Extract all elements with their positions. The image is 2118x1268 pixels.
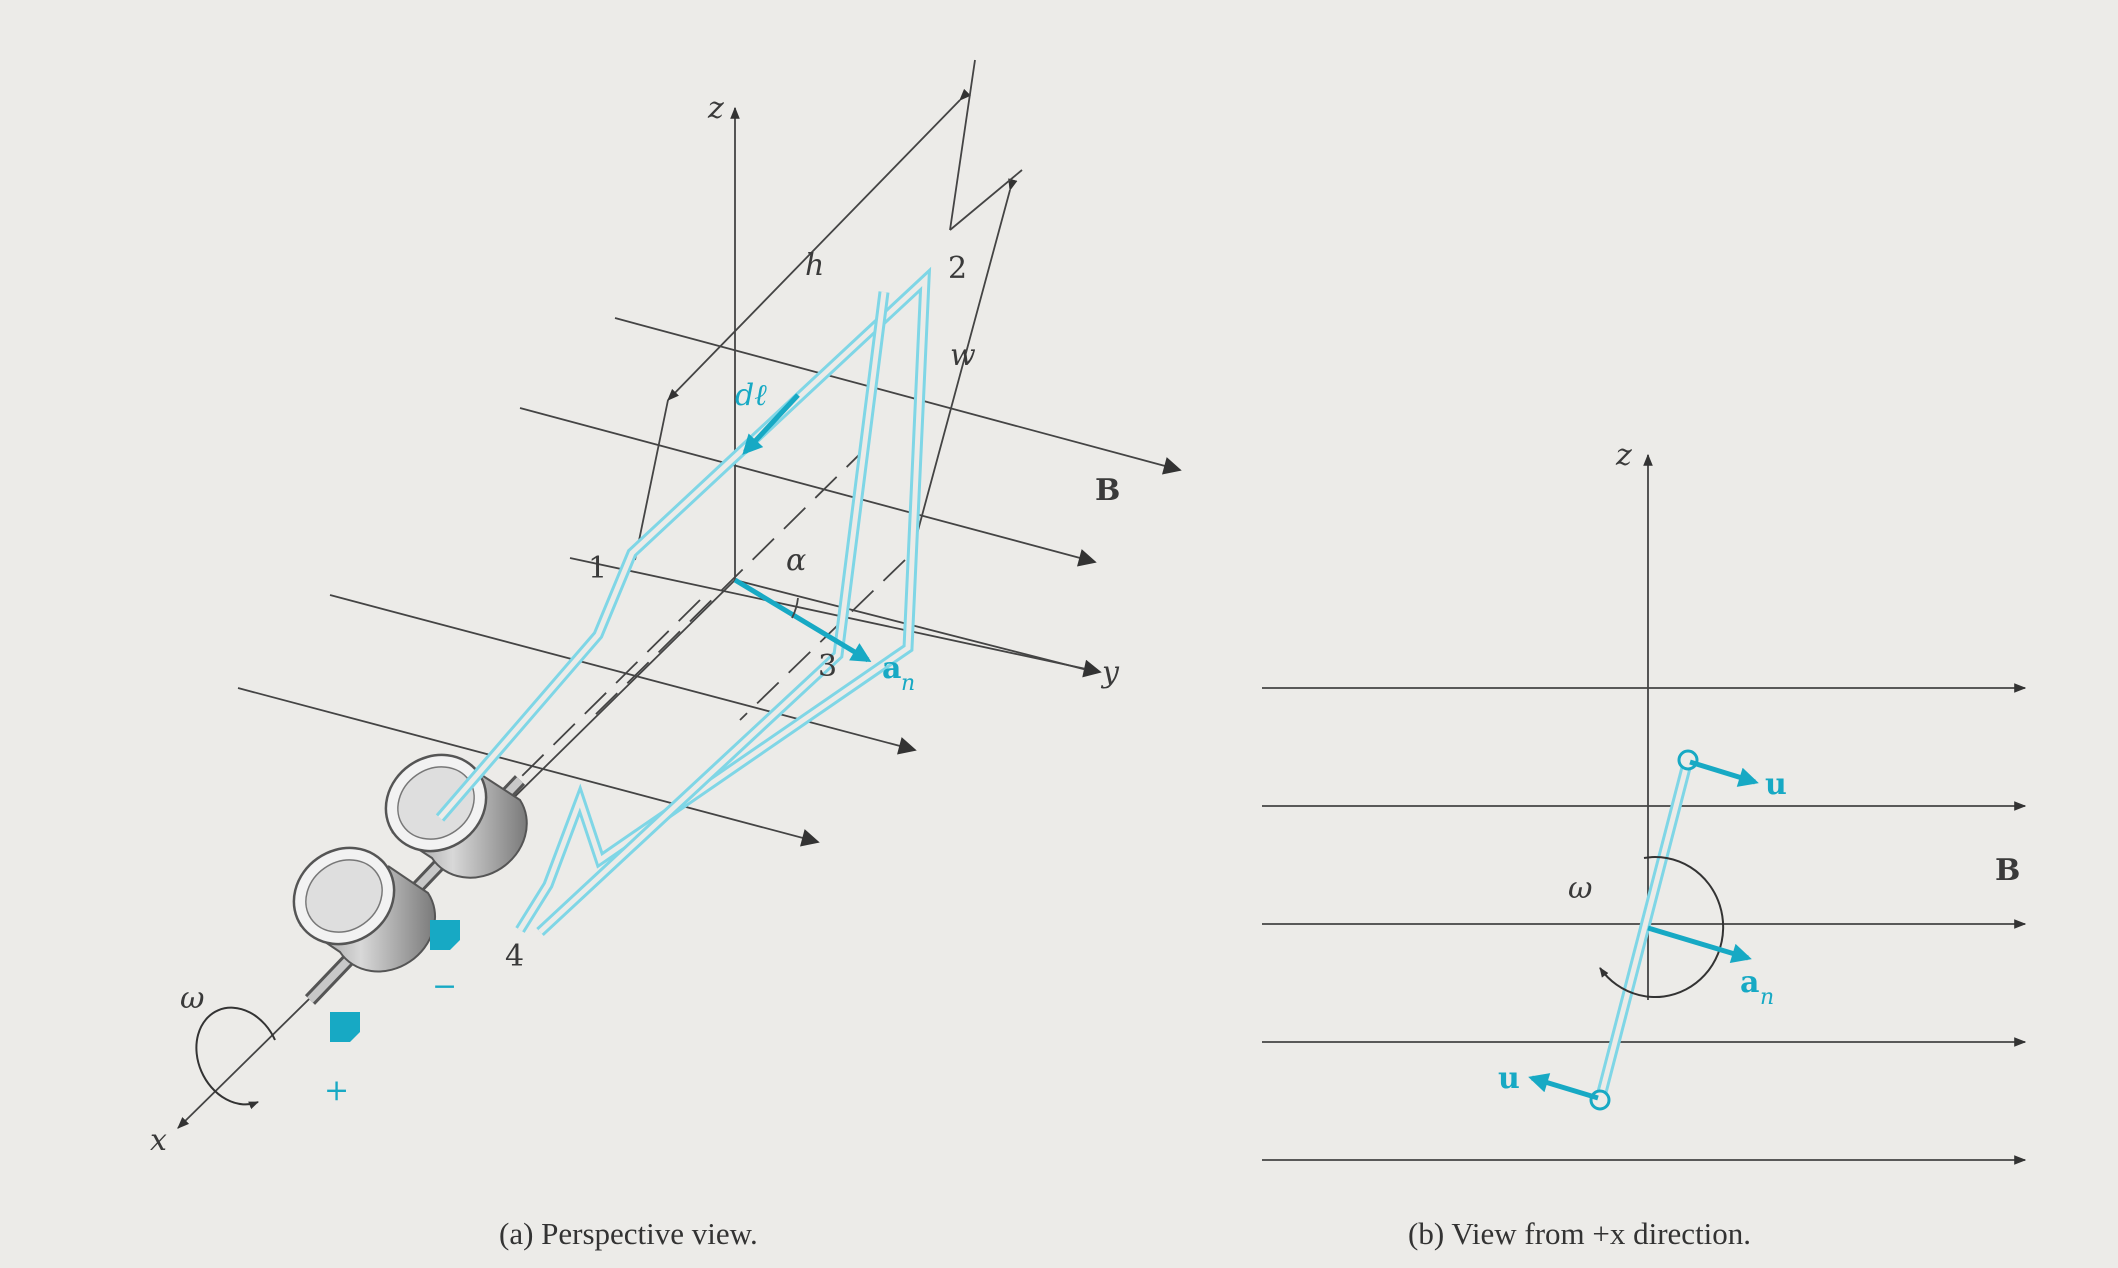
omega-label-b: ω bbox=[1568, 871, 1592, 906]
hidden-lines bbox=[519, 445, 906, 779]
dimension-lines bbox=[634, 59, 1023, 562]
z-axis-label-b: z bbox=[1615, 438, 1632, 473]
rotating-loop bbox=[435, 266, 932, 937]
z-axis-label-a: z bbox=[707, 91, 724, 126]
an-vector-a bbox=[733, 577, 872, 663]
omega-arrow-a bbox=[195, 1006, 276, 1110]
point-4-label: 4 bbox=[505, 939, 524, 974]
b-field-lines-a bbox=[237, 317, 1182, 847]
point-1-label: 1 bbox=[588, 551, 607, 586]
u-vector-top bbox=[1689, 759, 1759, 787]
slip-ring-inner bbox=[384, 753, 528, 879]
minus-terminal-label: − bbox=[432, 969, 457, 1004]
an-vector-b bbox=[1647, 925, 1752, 963]
plus-terminal-label: + bbox=[324, 1073, 349, 1108]
u-vector-bottom bbox=[1528, 1073, 1599, 1101]
alpha-arc bbox=[791, 597, 799, 619]
brushes bbox=[330, 920, 460, 1042]
point-2-label: 2 bbox=[948, 251, 967, 286]
b-field-label-a: B bbox=[1095, 473, 1120, 508]
b-field-label-b: B bbox=[1995, 853, 2020, 888]
point-3-label: 3 bbox=[818, 649, 837, 684]
an-label-a: a bbox=[882, 651, 901, 686]
h-dimension-label: h bbox=[805, 248, 824, 283]
slip-ring-outer bbox=[292, 846, 437, 973]
caption-a: (a) Perspective view. bbox=[499, 1216, 758, 1251]
dl-label: dℓ bbox=[735, 378, 767, 413]
u-label-top: u bbox=[1765, 767, 1787, 802]
loop-edge-view bbox=[1589, 749, 1699, 1111]
dl-vector bbox=[742, 393, 800, 455]
an-subscript-b: n bbox=[1760, 985, 1774, 1010]
perspective-view: z x y h w 1 2 3 4 dℓ α a n B ω + − (a) P… bbox=[150, 59, 1182, 1251]
caption-b: (b) View from +x direction. bbox=[1408, 1216, 1751, 1251]
omega-label-a: ω bbox=[180, 981, 204, 1016]
y-axis-label: y bbox=[1100, 655, 1120, 690]
x-axis-label: x bbox=[150, 1123, 167, 1158]
u-label-bottom: u bbox=[1498, 1061, 1520, 1096]
alpha-label: α bbox=[786, 543, 806, 578]
an-label-b: a bbox=[1740, 965, 1759, 1000]
w-dimension-label: w bbox=[950, 338, 976, 373]
b-field-lines-b bbox=[1262, 683, 2027, 1165]
omega-arrow-b bbox=[1599, 856, 1725, 998]
an-subscript-a: n bbox=[901, 671, 915, 696]
end-view: z ω u u a n B (b) View from +x direction… bbox=[1262, 438, 2027, 1251]
